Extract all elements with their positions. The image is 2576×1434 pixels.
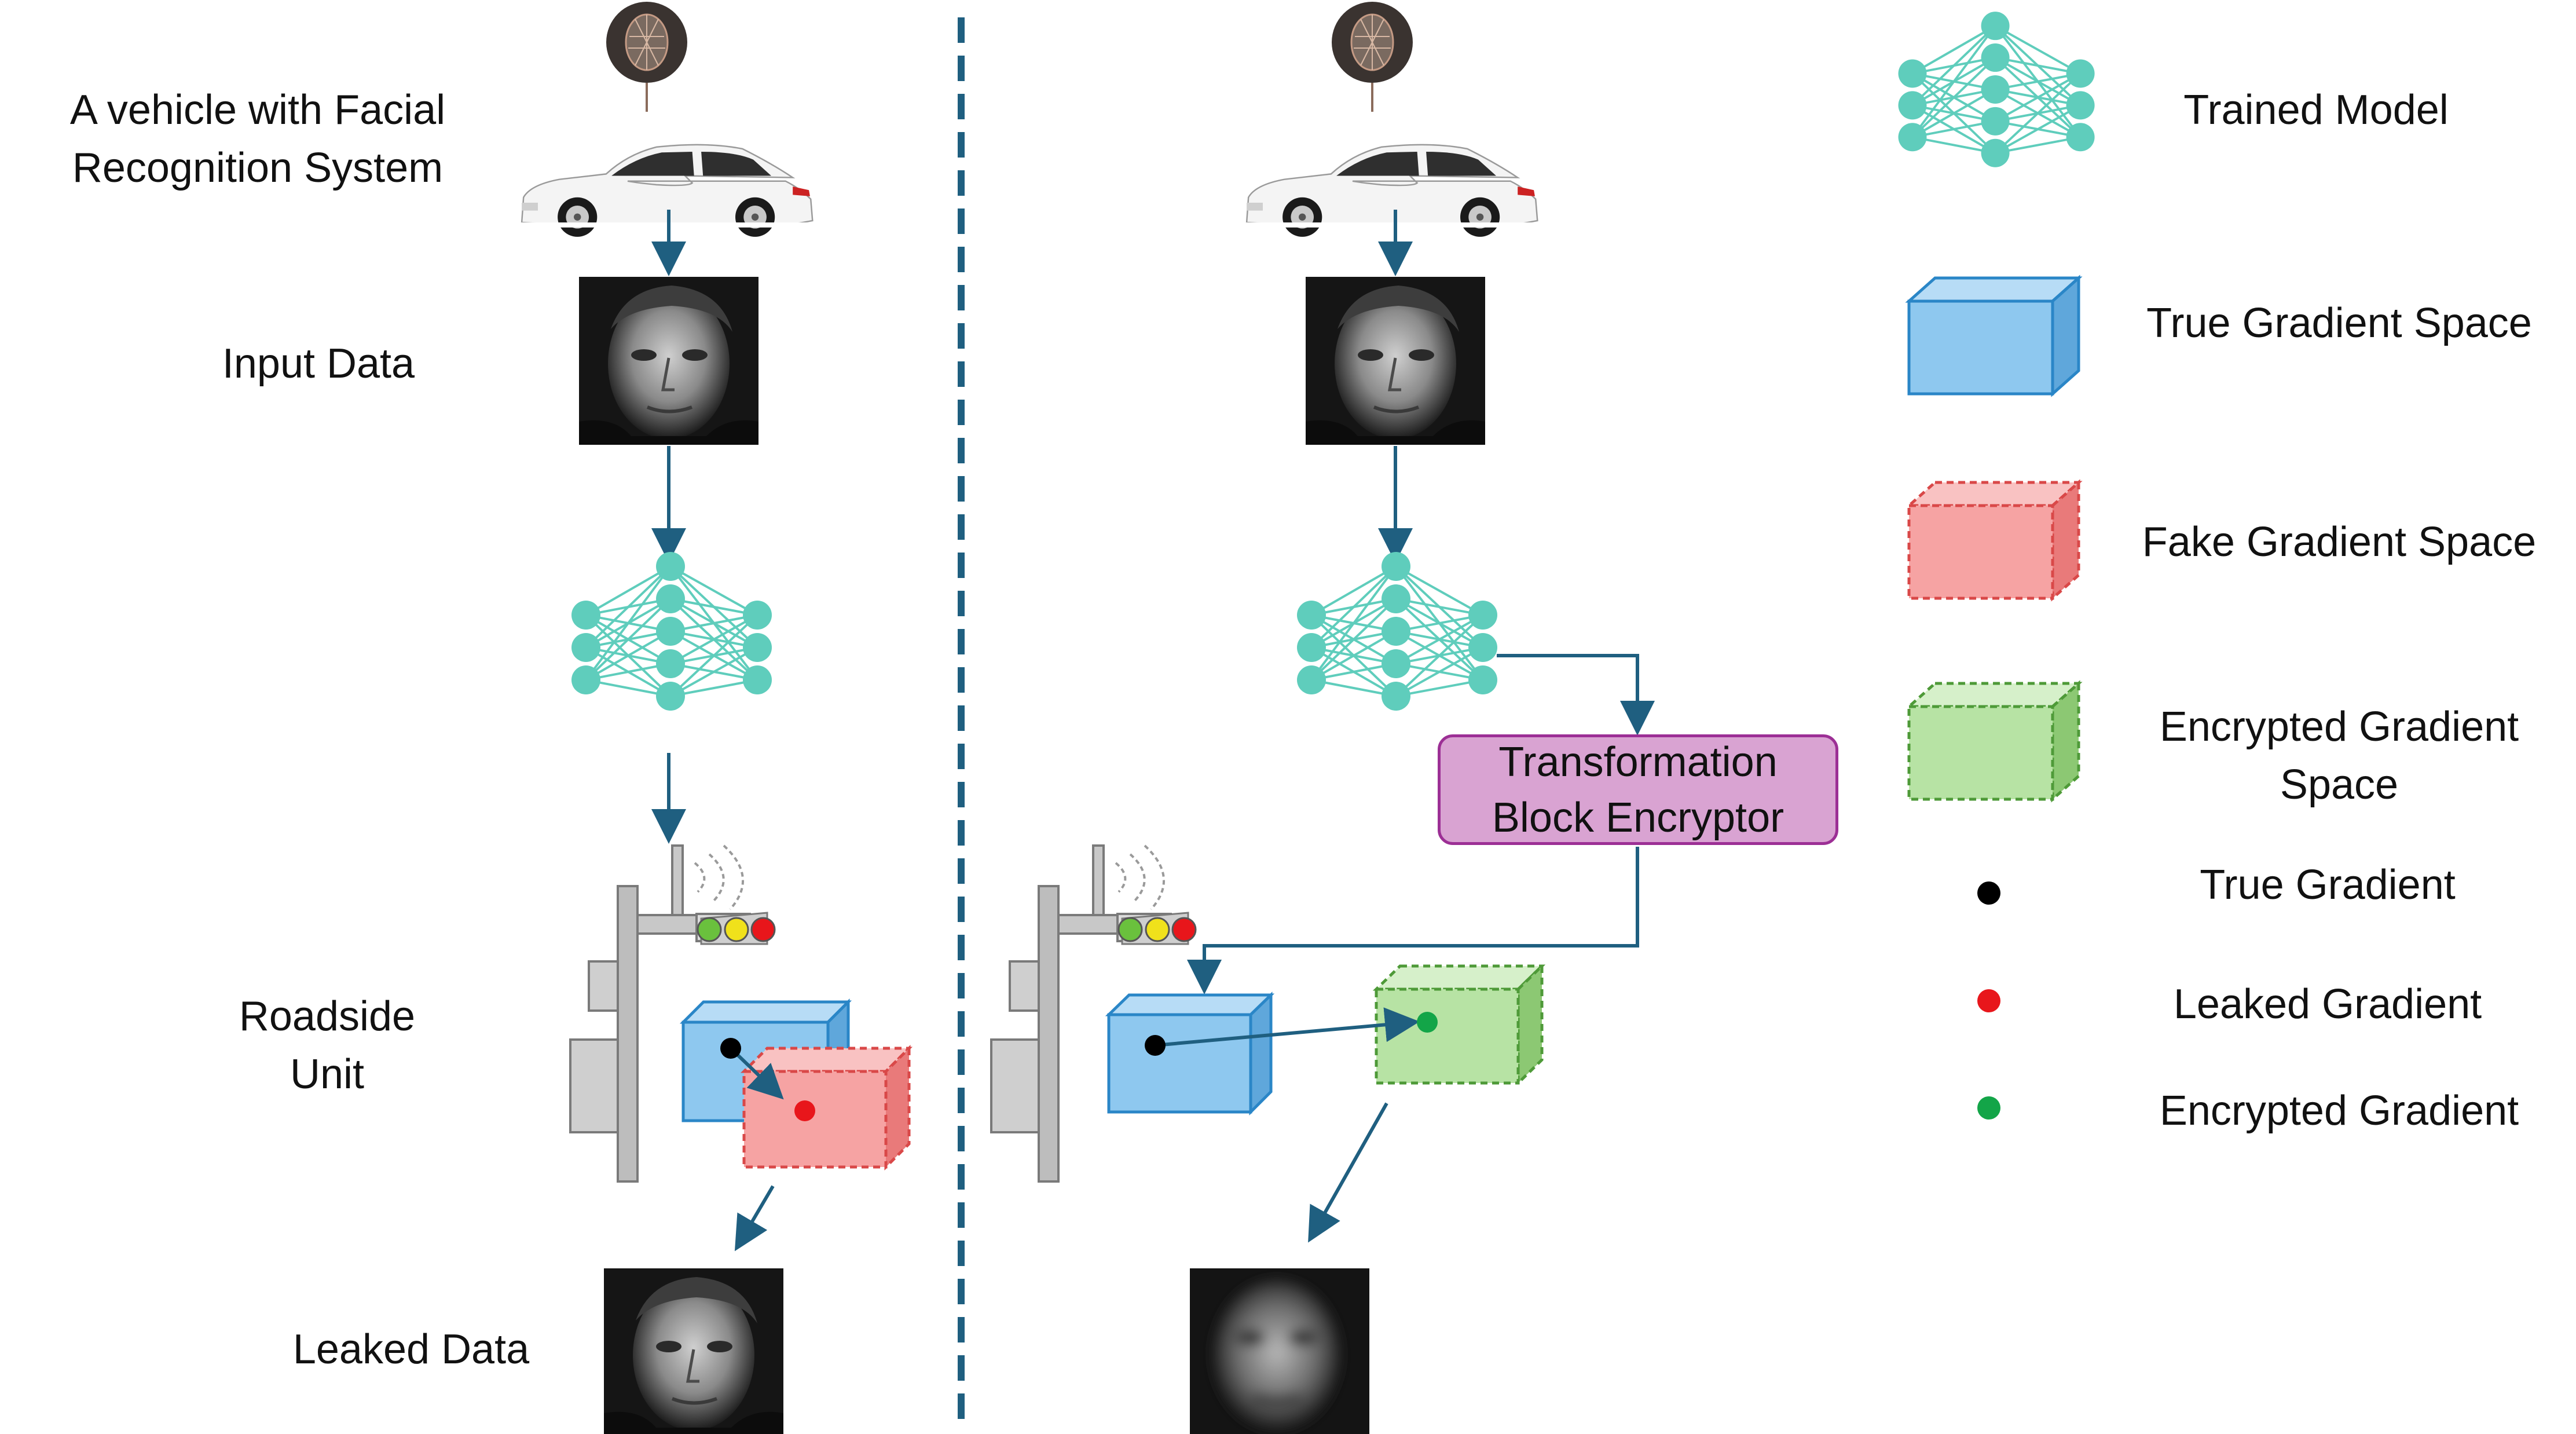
legend-true-gradient-dot [1977,881,2000,905]
encryptor-label-line2: Block Encryptor [1492,794,1784,841]
legend-true-space-label: True Gradient Space [2146,300,2532,346]
legend-fake-space-cube [1905,479,2083,602]
right-true-space-cube-shape [1105,992,1275,1116]
vehicle-label-line1: A vehicle with Facial [69,87,446,133]
arrow-encryptor-to-rsu [1187,847,1639,994]
legend-true-gradient-label: True Gradient [2200,862,2456,908]
leaked-data-label: Leaked Data [292,1326,530,1373]
roadside-unit-label-line2: Unit [290,1051,365,1098]
transformation-block-encryptor: Transformation Block Encryptor [1438,734,1838,845]
arrow-true-to-encrypted-gradient [1155,1007,1420,1047]
arrow-rsu-to-leaked-data [734,1185,775,1252]
arrow-rsu-to-reconstructed-data [1308,1102,1388,1243]
legend-trained-model-label: Trained Model [2183,87,2449,133]
roadside-unit-label: Roadside Unit [191,987,463,1103]
right-encrypted-gradient-dot [1417,1012,1438,1033]
right-true-gradient-dot [1145,1035,1166,1056]
legend-encrypted-gradient-dot [1977,1096,2000,1120]
legend-encrypted-space-label-line2: Space [2280,762,2399,808]
legend-fake-space-label: Fake Gradient Space [2142,519,2537,565]
legend-encrypted-space-label: Encrypted Gradient Space [2108,698,2571,814]
legend-leaked-gradient-label: Leaked Gradient [2173,981,2482,1027]
legend-encrypted-gradient-label: Encrypted Gradient [2159,1088,2519,1134]
vehicle-label-line2: Recognition System [72,145,444,191]
legend-true-space-cube [1905,275,2083,397]
arrow-true-to-leaked-gradient [729,1047,784,1100]
left-leaked-gradient-dot [794,1100,815,1121]
legend-encrypted-space-label-line1: Encrypted Gradient [2159,704,2519,750]
legend-encrypted-space-cube [1905,680,2083,803]
legend-leaked-gradient-dot [1977,989,2000,1012]
roadside-unit-label-line1: Roadside [239,993,416,1040]
encryptor-label-line1: Transformation [1498,738,1778,785]
left-fake-space-cube-shape [740,1044,913,1171]
right-reconstructed-face-photo [1190,1268,1369,1434]
arrow-model-to-encryptor [1497,654,1655,736]
input-data-label: Input Data [222,341,415,387]
left-true-gradient-dot [720,1038,741,1059]
vehicle-label: A vehicle with Facial Recognition System [35,81,481,197]
